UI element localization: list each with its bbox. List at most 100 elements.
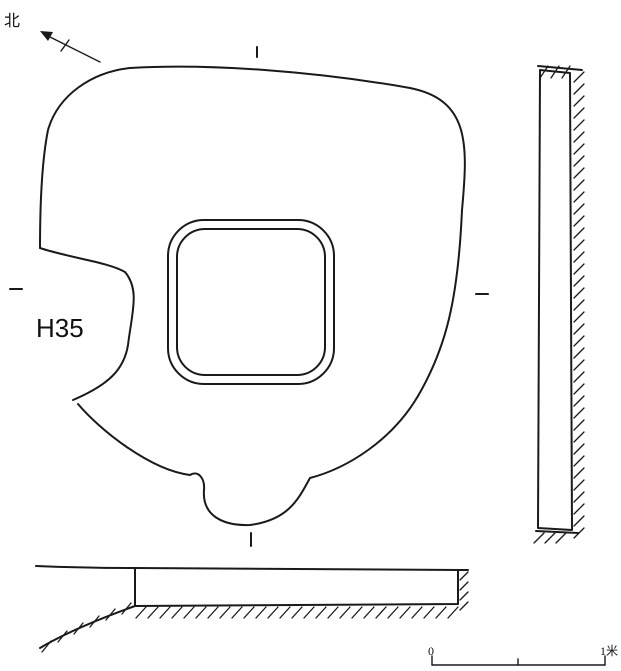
central-pit-outer: [167, 219, 335, 385]
scale-label-end: 1米: [600, 644, 618, 658]
hatch-stroke: [573, 251, 585, 263]
horizontal-section-hatching: [41, 571, 469, 653]
hatch-stroke: [399, 606, 411, 619]
hatch-stroke: [573, 227, 585, 239]
hatch-stroke: [573, 203, 585, 215]
scale-label-start: 0: [428, 644, 434, 658]
hatch-stroke: [41, 640, 52, 653]
hatch-stroke: [279, 606, 291, 619]
vertical-section: [533, 65, 585, 544]
hatch-stroke: [573, 167, 585, 179]
hatch-stroke: [183, 606, 195, 619]
hatch-stroke: [121, 602, 132, 615]
hatch-stroke: [573, 407, 585, 419]
hatch-stroke: [219, 606, 231, 619]
hatch-stroke: [573, 479, 585, 491]
hatch-stroke: [573, 83, 585, 95]
vertical-section-body: [537, 69, 573, 531]
hatch-stroke: [573, 299, 585, 311]
hatch-stroke: [447, 606, 459, 619]
hatch-stroke: [573, 335, 585, 347]
hatch-stroke: [573, 143, 585, 155]
hatch-stroke: [303, 606, 315, 619]
hatch-stroke: [159, 606, 171, 619]
central-pit-inner: [176, 228, 326, 376]
north-indicator: 北: [4, 11, 101, 63]
hatch-stroke: [544, 532, 556, 544]
hatch-stroke: [135, 606, 147, 619]
feature-outline: [39, 65, 466, 527]
hatch-stroke: [89, 615, 100, 628]
feature-cut-edge: [39, 247, 135, 401]
hatch-stroke: [339, 606, 351, 619]
horizontal-section-body: [134, 567, 459, 607]
hatch-stroke: [561, 65, 571, 79]
hatch-stroke: [411, 606, 423, 619]
hatch-stroke: [573, 395, 585, 407]
hatch-stroke: [573, 95, 585, 107]
hatch-stroke: [573, 179, 585, 191]
hatch-stroke: [459, 571, 469, 581]
hatch-stroke: [57, 630, 68, 643]
hatch-stroke: [207, 606, 219, 619]
hatch-stroke: [573, 263, 585, 275]
horizontal-section-top: [35, 565, 469, 571]
hatch-stroke: [573, 275, 585, 287]
vertical-section-hatching: [533, 65, 585, 544]
hatch-stroke: [573, 287, 585, 299]
horizontal-section: [35, 565, 469, 653]
hatch-stroke: [267, 606, 279, 619]
hatch-stroke: [573, 215, 585, 227]
hatch-stroke: [387, 606, 399, 619]
feature-label: H35: [36, 313, 84, 343]
hatch-stroke: [327, 606, 339, 619]
hatch-stroke: [147, 606, 159, 619]
hatch-stroke: [573, 119, 585, 131]
hatch-stroke: [573, 71, 585, 83]
hatch-stroke: [435, 606, 447, 619]
hatch-stroke: [573, 107, 585, 119]
hatch-stroke: [255, 606, 267, 619]
north-arrow-icon: [40, 31, 101, 63]
hatch-stroke: [573, 155, 585, 167]
hatch-stroke: [573, 323, 585, 335]
hatch-stroke: [539, 65, 549, 79]
section-markers: [9, 46, 489, 547]
hatch-stroke: [573, 467, 585, 479]
hatch-stroke: [291, 606, 303, 619]
hatch-stroke: [351, 606, 363, 619]
scale-bar: 0 1米: [428, 644, 618, 666]
hatch-stroke: [550, 65, 560, 79]
hatch-stroke: [243, 606, 255, 619]
hatch-stroke: [363, 606, 375, 619]
hatch-stroke: [459, 581, 469, 591]
hatch-stroke: [315, 606, 327, 619]
hatch-stroke: [573, 359, 585, 371]
hatch-stroke: [73, 622, 84, 635]
hatch-stroke: [573, 131, 585, 143]
hatch-stroke: [231, 606, 243, 619]
hatch-stroke: [423, 606, 435, 619]
hatch-stroke: [573, 239, 585, 251]
hatch-stroke: [573, 431, 585, 443]
hatch-stroke: [555, 532, 567, 544]
hatch-stroke: [573, 191, 585, 203]
hatch-stroke: [573, 503, 585, 515]
hatch-stroke: [573, 527, 585, 539]
hatch-stroke: [171, 606, 183, 619]
horizontal-section-slope: [39, 605, 136, 649]
hatch-stroke: [573, 419, 585, 431]
hatch-stroke: [573, 491, 585, 503]
hatch-stroke: [195, 606, 207, 619]
north-label: 北: [4, 11, 20, 30]
hatch-stroke: [105, 608, 116, 621]
hatch-stroke: [573, 371, 585, 383]
hatch-stroke: [459, 591, 469, 601]
hatch-stroke: [459, 601, 469, 611]
hatch-stroke: [573, 455, 585, 467]
hatch-stroke: [573, 311, 585, 323]
hatch-stroke: [573, 383, 585, 395]
hatch-stroke: [573, 443, 585, 455]
hatch-stroke: [533, 532, 545, 544]
